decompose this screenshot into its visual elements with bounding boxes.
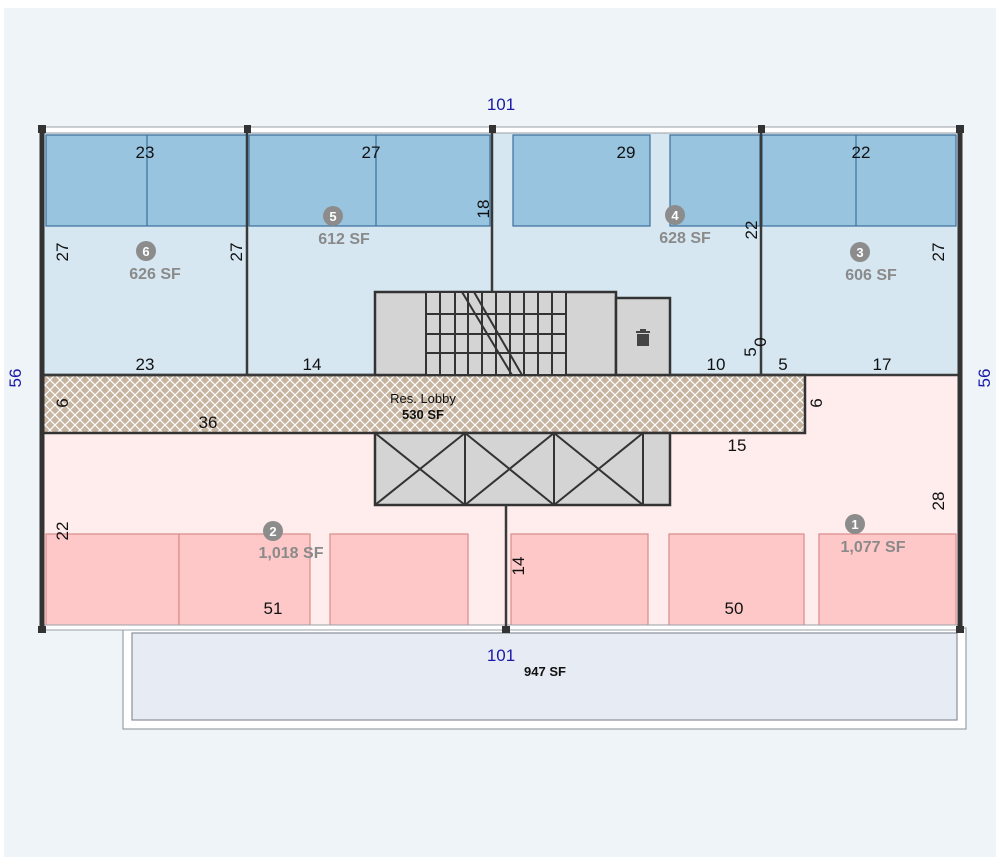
unit-3-area: 606 SF — [845, 267, 897, 284]
unit-6-area: 626 SF — [129, 266, 181, 283]
dim-u4-bottom: 10 — [707, 355, 726, 374]
balcony-unit-5 — [248, 134, 491, 227]
elevator-bank — [373, 431, 672, 507]
dim-u3-top: 22 — [852, 143, 871, 162]
dim-u6-left: 27 — [53, 243, 72, 262]
north-balconies — [45, 134, 957, 227]
dim-lobby-under: 15 — [728, 436, 747, 455]
balcony-unit-1a — [510, 533, 649, 627]
unit-6-number: 6 — [142, 244, 149, 259]
building-dimensions: 101 101 56 56 — [6, 95, 994, 665]
dim-lobby-bottom: 36 — [199, 413, 218, 432]
unit-2-number: 2 — [269, 524, 276, 539]
dim-u2-left: 22 — [53, 522, 72, 541]
trash-room — [614, 296, 672, 377]
dim-u5-top: 27 — [362, 143, 381, 162]
dim-lobby-left: 6 — [53, 398, 72, 407]
unit-5[interactable]: 5 612 SF — [318, 206, 370, 248]
balcony-unit-2a — [45, 533, 180, 627]
unit-4-number: 4 — [671, 208, 679, 223]
terrace[interactable]: 947 SF — [122, 627, 967, 730]
lobby-area: 530 SF — [402, 407, 444, 422]
dim-u3-right: 27 — [929, 243, 948, 262]
dim-u4-top: 29 — [617, 143, 636, 162]
dim-u6-bottom: 23 — [136, 355, 155, 374]
dim-u2-right: 14 — [509, 557, 528, 576]
top-parapet — [41, 126, 961, 134]
interior-walls — [42, 131, 960, 628]
unit-3-number: 3 — [856, 245, 863, 260]
unit-3[interactable]: 3 606 SF — [845, 242, 897, 284]
dim-u1-right: 28 — [929, 492, 948, 511]
balcony-unit-1b — [668, 533, 805, 627]
unit-6[interactable]: 6 626 SF — [129, 241, 181, 283]
dim-top-width: 101 — [487, 95, 515, 114]
dim-u1-bottom: 50 — [725, 599, 744, 618]
unit-1[interactable]: 1 1,077 SF — [841, 514, 906, 556]
balcony-unit-4a — [512, 134, 651, 227]
dim-corner-zero: 0 — [751, 337, 770, 346]
balcony-unit-4b — [669, 134, 761, 227]
bottom-parapet — [41, 624, 961, 631]
dim-u5-right: 18 — [474, 200, 493, 219]
unit-5-number: 5 — [329, 209, 336, 224]
terrace-area: 947 SF — [524, 664, 566, 679]
stair-core — [373, 290, 618, 377]
balcony-unit-2c — [329, 533, 469, 627]
lobby-name: Res. Lobby — [390, 391, 456, 406]
unit-4[interactable]: 4 628 SF — [659, 205, 711, 247]
dim-right-depth: 56 — [975, 369, 994, 388]
dim-u6-right: 27 — [227, 243, 246, 262]
unit-2-area: 1,018 SF — [259, 545, 324, 562]
balcony-unit-3 — [761, 134, 957, 227]
unit-4-area: 628 SF — [659, 230, 711, 247]
dim-u4-extra: 5 — [741, 347, 760, 356]
exterior-walls — [38, 125, 964, 633]
unit-2[interactable]: 2 1,018 SF — [259, 521, 324, 562]
unit-5-area: 612 SF — [318, 231, 370, 248]
dim-u5-bottom: 14 — [303, 355, 322, 374]
south-balconies — [45, 533, 957, 627]
dim-u3-bottom: 17 — [873, 355, 892, 374]
room-dimensions: 23 27 29 22 27 27 18 22 27 5 0 23 14 10 … — [53, 143, 948, 618]
dim-u2-bottom: 51 — [264, 599, 283, 618]
balcony-unit-2b — [178, 533, 311, 627]
dim-u6-top: 23 — [136, 143, 155, 162]
dim-lobby-right: 6 — [807, 398, 826, 407]
unit-1-area: 1,077 SF — [841, 539, 906, 556]
dim-left-depth: 56 — [6, 369, 25, 388]
dim-u3-extra: 5 — [778, 355, 787, 374]
dim-u4-right: 22 — [742, 221, 761, 240]
residential-lobby[interactable]: Res. Lobby 530 SF — [40, 373, 807, 435]
dim-bottom-width: 101 — [487, 646, 515, 665]
unit-1-number: 1 — [851, 517, 858, 532]
trash-icon — [636, 329, 650, 346]
